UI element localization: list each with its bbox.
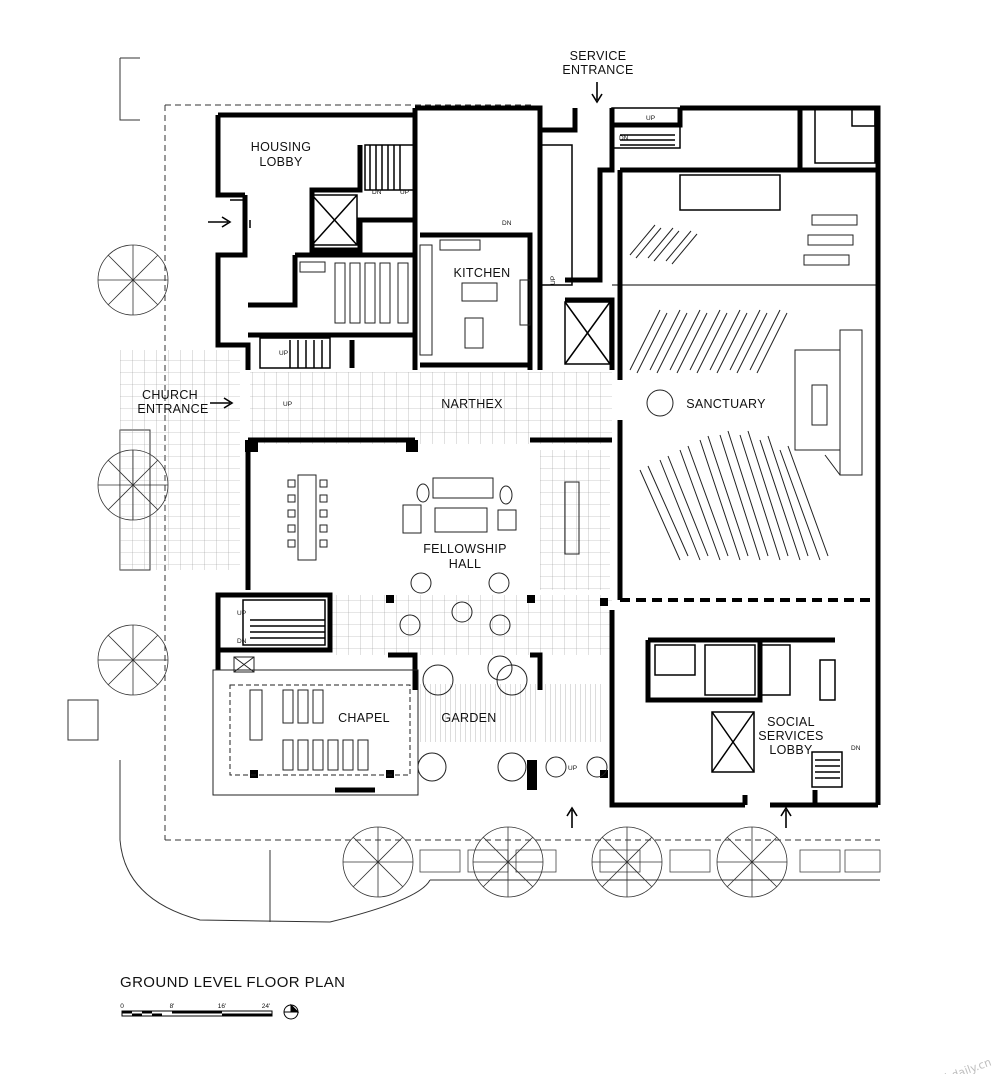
tree-2	[97, 449, 169, 521]
tree-5	[472, 826, 544, 898]
stair-label-dn-service: DN	[619, 135, 629, 142]
stair-label-dn-housing: DN	[372, 189, 382, 196]
meeting-room-chairs	[299, 261, 409, 324]
chancel-platform	[794, 329, 863, 476]
sanctuary-choir-benches	[629, 214, 858, 266]
label-chapel: CHAPEL	[338, 711, 390, 725]
kitchen-fixtures	[419, 239, 531, 356]
watermark: archdaily.cn	[927, 1056, 993, 1074]
church-entrance-arrow	[210, 397, 234, 409]
stair-label-dn-social: DN	[851, 745, 861, 752]
stair-label-dn-core: DN	[237, 638, 247, 645]
service-entrance-arrow	[591, 82, 603, 104]
housing-entrance-arrow	[208, 216, 232, 228]
scale-tick-8: 8'	[170, 1003, 175, 1010]
partitions	[230, 107, 878, 788]
garden-entrance-arrow	[566, 806, 578, 828]
label-narthex: NARTHEX	[441, 397, 503, 411]
stair-label-up-service: UP	[646, 115, 655, 122]
paving-grids	[120, 350, 612, 742]
stair-label-up-narthex: UP	[283, 401, 292, 408]
tree-7	[716, 826, 788, 898]
north-arrow-icon	[283, 1003, 300, 1020]
scale-tick-16: 16'	[218, 1003, 226, 1010]
sanctuary-furnishings	[629, 214, 863, 561]
label-garden: GARDEN	[441, 711, 496, 725]
tree-4	[342, 826, 414, 898]
stair-label-up-lower-lobby: UP	[279, 350, 288, 357]
sanctuary-pews-lower	[639, 430, 829, 561]
tree-3	[97, 624, 169, 696]
tree-6	[591, 826, 663, 898]
stair-label-up-core: UP	[237, 610, 246, 617]
chapel-furnishings	[212, 656, 419, 796]
scale-bar: 0 8' 16' 24'	[120, 1003, 273, 1017]
sanctuary-pews-upper	[629, 309, 788, 374]
garden-planters	[417, 655, 608, 782]
scale-tick-0: 0	[120, 1003, 124, 1010]
cafe-tables	[399, 572, 511, 636]
stair-label-dn-kitchen: DN	[502, 220, 512, 227]
stair-label-up-garden: UP	[568, 765, 577, 772]
label-sanctuary: SANCTUARY	[686, 397, 766, 411]
entry-arrows	[208, 82, 792, 828]
stair-label-up-ramp: UP	[550, 276, 557, 285]
tree-symbols	[97, 244, 788, 898]
baptismal-font	[646, 389, 674, 417]
stair-label-up-housing: UP	[400, 189, 409, 196]
social-services-entrance-arrow	[780, 806, 792, 828]
sidewalk-pavers	[419, 849, 881, 873]
tree-1	[97, 244, 169, 316]
stair-labels: DN UP UP UP DN UP DN UP DN UP DN UP	[237, 115, 861, 772]
plan-title: GROUND LEVEL FLOOR PLAN	[120, 974, 345, 991]
scale-tick-24: 24'	[262, 1003, 270, 1010]
fellowship-furniture	[287, 474, 580, 636]
label-kitchen: KITCHEN	[454, 266, 511, 280]
site-lines	[67, 57, 880, 923]
